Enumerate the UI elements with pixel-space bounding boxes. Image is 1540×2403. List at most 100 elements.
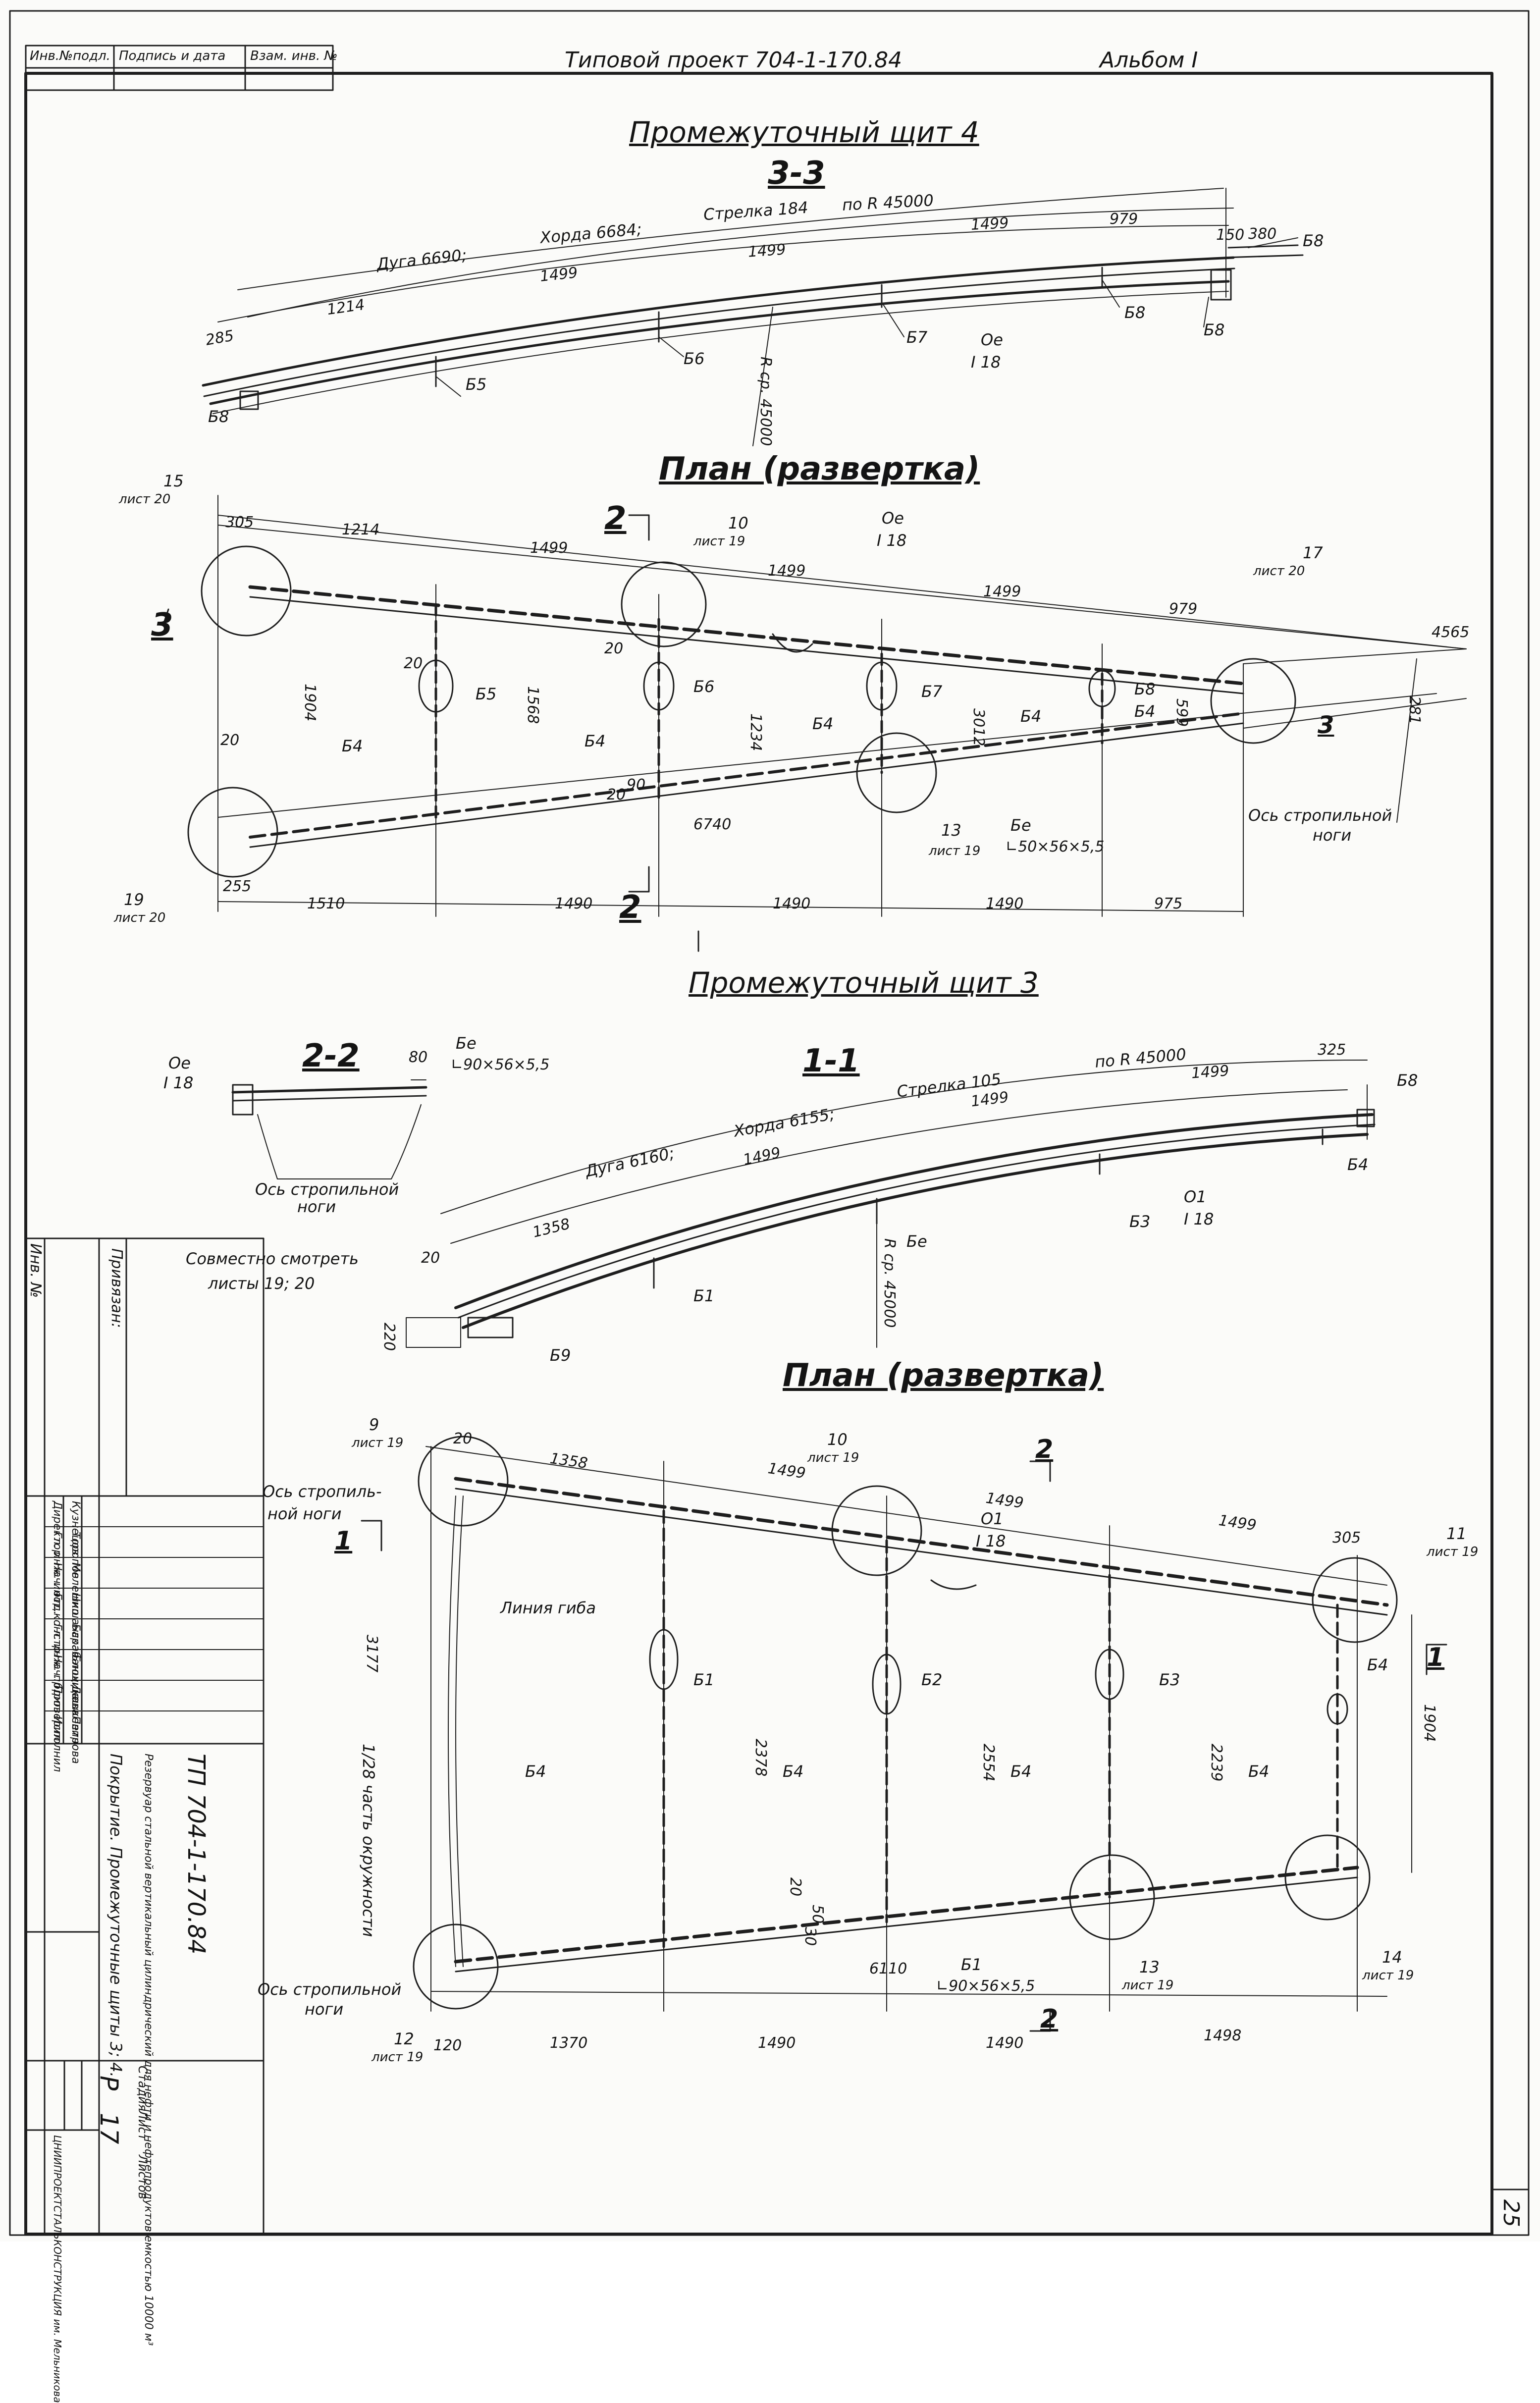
plan-shield-3-title: План (развертка) [783,1357,1104,1394]
s11-beam-mark: О1 [1184,1187,1207,1206]
p3-dim-vert-3177: 3177 [363,1635,380,1673]
tb-organization: ЦНИИПРОЕКТСТАЛЬКОНСТРУКЦИЯ им. Мельников… [52,2135,63,2403]
s33-mark-b5: Б5 [466,375,487,394]
title-block-role-rows [44,1526,264,1711]
s33-beam-size: I 18 [971,353,1001,372]
p3-callout-10-sheet: лист 19 [807,1450,859,1465]
p4-mark-b4e: Б4 [1134,702,1156,721]
p4-dim-bot-1490a: 1490 [555,895,593,912]
shield-4-title: Промежуточный щит 4 [629,115,979,149]
p3-axis-bot-line2: ноги [305,2000,344,2019]
s33-mark-b8-left: Б8 [208,407,229,426]
p4-mark-b8: Б8 [1134,680,1156,698]
p4-callout-19-sheet: лист 20 [114,910,166,925]
header-cells [25,45,334,91]
s22-angle-mark: Бе [456,1034,477,1053]
s11-mark-b9: Б9 [550,1346,571,1365]
p3-mark-b4a: Б4 [525,1762,546,1781]
p3-callout-9-sheet: лист 19 [352,1436,404,1450]
p4-mark-b4c: Б4 [812,714,834,733]
album-label: Альбом I [1100,48,1198,73]
p4-angle-size: ∟50×56×5,5 [1006,838,1105,855]
p4-dim-bot-975: 975 [1154,895,1183,912]
p3-dim-vert-2239: 2239 [1208,1744,1225,1782]
tb-ref-label: Привязан: [108,1248,125,1328]
p4-callout-15-sheet: лист 20 [119,492,171,507]
s11-dim-220: 220 [380,1323,398,1351]
project-code: Типовой проект 704-1-170.84 [565,48,903,73]
p3-dim-bot-1370: 1370 [550,2034,588,2052]
s33-mark-b6: Б6 [684,349,705,368]
p3-mark-b4d: Б4 [1248,1762,1270,1781]
s11-dim-1499b: 1499 [970,1088,1010,1111]
s33-mark-b7: Б7 [906,328,928,347]
header-cell-inv: Инв.№подл. [30,49,110,63]
p4-section-mark-3b: 3 [1318,711,1334,739]
p4-callout-17-sheet: лист 20 [1253,564,1305,579]
p3-axis-top-line1: Ось стропиль- [263,1482,382,1501]
tb-sheets-label: Листов [136,2155,150,2199]
p4-callout-10-num: 10 [728,514,748,533]
s11-dim-20: 20 [421,1249,440,1267]
s22-dim-80: 80 [409,1049,428,1066]
s22-beam-mark: Ое [168,1054,191,1072]
p4-callout-17-num: 17 [1303,543,1323,562]
p3-callout-9-num: 9 [369,1415,379,1434]
s22-axis-line2: ноги [297,1197,336,1216]
p3-dim-vert-30: 30 [801,1927,819,1946]
p3-angle-size: ∟90×56×5,5 [936,1977,1035,1995]
drawing-sheet: Инв.№подл. Подпись и дата Взам. инв. № Т… [9,10,1530,2403]
p4-beam-size: I 18 [877,531,907,550]
section-3-3-label: 3-3 [768,155,825,192]
s11-mark-b3: Б3 [1129,1212,1151,1231]
p4-mark-b4b: Б4 [584,732,606,750]
p4-dim-top-1499c: 1499 [983,583,1021,600]
tb-description: Резервуар стальной вертикальный цилиндри… [142,1754,155,2346]
section-2-2-label: 2-2 [302,1038,360,1074]
p4-dim-vert-1234: 1234 [747,713,764,751]
p3-dim-bot-120: 120 [433,2037,462,2054]
s11-mark-b8: Б8 [1397,1071,1418,1090]
p3-mark-b3: Б3 [1159,1670,1180,1689]
s33-mark-b8-right-low: Б8 [1204,320,1225,339]
p3-dim-bot-1490a: 1490 [758,2034,796,2052]
p4-mark-b5: Б5 [476,685,497,703]
p4-dim-vert-1904: 1904 [301,684,319,722]
section-1-1-label: 1-1 [802,1043,860,1079]
p3-dim-top-20: 20 [453,1430,473,1447]
s11-dim-325: 325 [1318,1041,1346,1059]
s22-angle-size: ∟90×56×5,5 [451,1056,550,1073]
p4-mark-be: Бе [1010,816,1031,835]
p3-dim-vert-20: 20 [787,1877,804,1897]
p3-dim-bot-1498: 1498 [1204,2027,1242,2044]
p3-dim-vert-1904: 1904 [1421,1704,1438,1742]
s33-dim-979: 979 [1110,211,1138,228]
p4-callout-19-num: 19 [124,890,144,909]
p3-section-mark-2a: 2 [1035,1435,1054,1464]
p4-axis-line2: ноги [1313,826,1352,845]
shield-3-title: Промежуточный щит 3 [689,966,1039,1000]
p4-len-6740: 6740 [693,816,732,833]
s11-mark-b4: Б4 [1347,1155,1369,1174]
p3-callout-14-num: 14 [1382,1948,1402,1967]
tb-name-7: Петрова [69,1716,82,1764]
header-cell-sign: Подпись и дата [119,49,226,63]
s33-dim-150: 150 [1216,226,1245,244]
header-cell-replaced: Взам. инв. № [250,49,338,63]
p4-mark-b4a: Б4 [342,737,363,755]
p3-mark-b4b: Б4 [783,1762,804,1781]
page-number: 25 [1498,2199,1524,2227]
p3-mark-b1-angle: Б1 [961,1955,982,1974]
p3-callout-13-sheet: лист 19 [1122,1978,1174,1993]
p3-callout-11-num: 11 [1446,1524,1467,1543]
p4-callout-15-num: 15 [163,472,184,490]
s33-dim-1499c: 1499 [970,214,1009,234]
p3-mark-b1: Б1 [693,1670,715,1689]
tb-role-7: Исполнил [51,1716,63,1772]
plan-shield-4-linework [162,495,1467,952]
p3-callout-13-num: 13 [1139,1958,1160,1976]
note-line1: Совместно смотреть [186,1249,359,1268]
p4-axis-line1: Ось стропильной [1248,806,1392,825]
s11-beam-size: I 18 [1184,1210,1214,1228]
p3-section-mark-2b: 2 [1040,2004,1059,2034]
